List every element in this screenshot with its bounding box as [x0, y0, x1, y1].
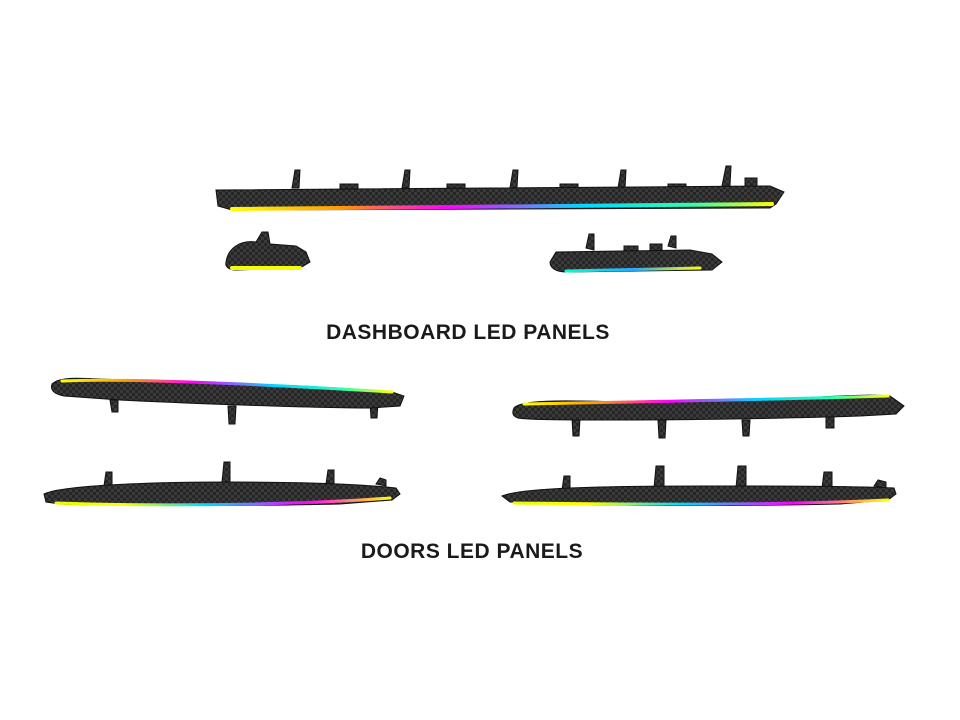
door-rear-right-panel: [501, 465, 897, 506]
dashboard-main-panel: [215, 165, 785, 211]
doors-caption: DOORS LED PANELS: [360, 540, 584, 563]
dashboard-left-panel: [225, 231, 311, 271]
door-rear-left-panel: [43, 461, 401, 507]
door-front-right-panel: [512, 394, 905, 439]
door-front-left-panel: [51, 377, 405, 425]
dashboard-caption: DASHBOARD LED PANELS: [326, 321, 610, 344]
dashboard-right-panel: [549, 233, 723, 273]
